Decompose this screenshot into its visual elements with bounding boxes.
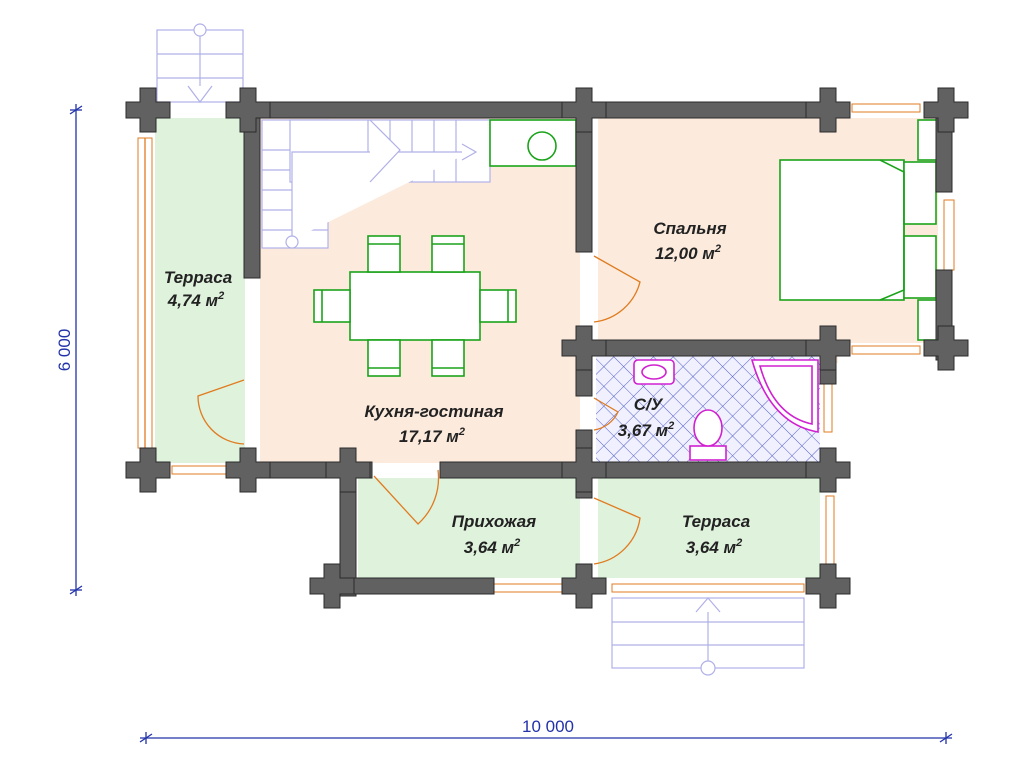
terrace-bottom-area: 3,64 м2 bbox=[686, 537, 743, 557]
sink bbox=[527, 131, 557, 161]
doors bbox=[197, 255, 641, 565]
door-bedroom bbox=[593, 255, 641, 323]
hallway-name: Прихожая bbox=[452, 512, 536, 531]
dining-set bbox=[313, 235, 517, 377]
chair bbox=[313, 289, 351, 323]
bedroom-name: Спальня bbox=[653, 219, 726, 238]
dimension-height: 6 000 bbox=[55, 104, 83, 596]
chair bbox=[431, 235, 465, 273]
chair bbox=[431, 339, 465, 377]
bedroom-area: 12,00 м2 bbox=[655, 243, 721, 263]
door-hallway-terrace bbox=[593, 497, 641, 565]
dimension-width: 10 000 bbox=[139, 717, 953, 744]
terrace-left-name: Терраса bbox=[164, 268, 232, 287]
terrace-bottom-floor bbox=[598, 478, 820, 578]
sanitary bbox=[633, 359, 819, 461]
entry-steps-bottom bbox=[611, 597, 805, 676]
log-corner-posts bbox=[125, 87, 969, 609]
toilet-tank bbox=[689, 445, 727, 461]
terrace-left-area: 4,74 м2 bbox=[167, 290, 225, 310]
chair bbox=[479, 289, 517, 323]
height-dimension-label: 6 000 bbox=[55, 329, 74, 372]
dining-table bbox=[349, 271, 481, 341]
bathroom-area: 3,67 м2 bbox=[618, 420, 675, 440]
toilet-bowl bbox=[693, 409, 723, 447]
terrace-bottom-name: Терраса bbox=[682, 512, 750, 531]
windows bbox=[137, 103, 955, 593]
width-dimension-label: 10 000 bbox=[522, 717, 574, 736]
kitchen-name: Кухня-гостиная bbox=[364, 402, 503, 421]
kitchen-counter bbox=[489, 119, 577, 167]
door-bathroom bbox=[593, 397, 619, 431]
entry-steps-top bbox=[156, 23, 244, 103]
room-labels: Терраса 4,74 м2 Кухня-гостиная 17,17 м2 … bbox=[164, 219, 750, 557]
chair bbox=[367, 339, 401, 377]
hallway-floor bbox=[358, 478, 580, 578]
hallway-area: 3,64 м2 bbox=[464, 537, 521, 557]
interior-staircase bbox=[261, 119, 491, 249]
chair bbox=[367, 235, 401, 273]
door-hallway-kitchen bbox=[373, 469, 440, 525]
bathroom-name: С/У bbox=[634, 395, 664, 414]
door-terrace-left bbox=[197, 379, 245, 445]
terrace-left-floor bbox=[155, 118, 245, 463]
kitchen-area: 17,17 м2 bbox=[399, 426, 465, 446]
